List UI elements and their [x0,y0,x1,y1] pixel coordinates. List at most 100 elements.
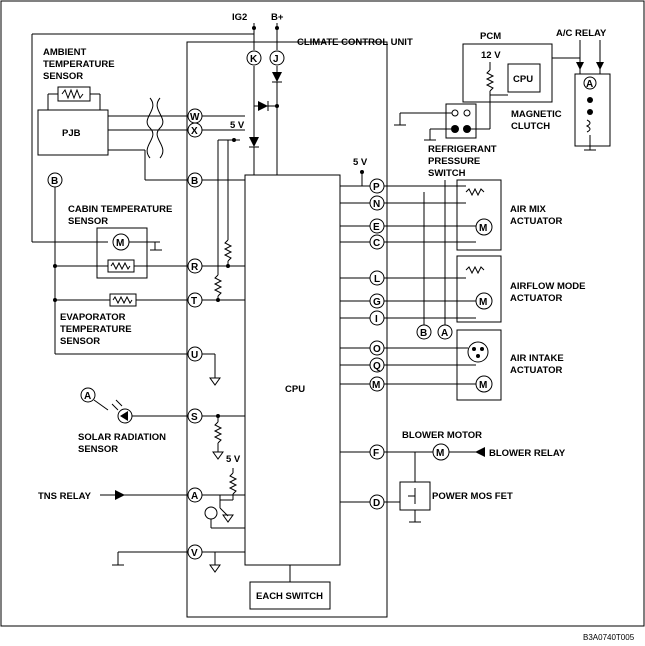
potentiometer-icon [465,187,485,197]
pin-D: D [373,498,380,509]
resistor-icon [213,421,223,444]
connector-A-right: A [441,328,448,339]
v5-label: 5 V [230,120,245,131]
evap-label-3: SENSOR [60,336,100,347]
pin-L: L [374,274,380,285]
airflow-motor-label: M [479,297,487,308]
each-switch-box [249,581,331,610]
ground-icon [209,564,221,573]
pin-F: F [373,448,379,459]
pin-S: S [191,412,198,423]
refrig-label-3: SWITCH [428,168,466,179]
solar-label-1: SOLAR RADIATION [78,432,166,443]
mosfet-label: POWER MOS FET [432,491,513,502]
intake-motor-label: M [479,380,487,391]
resistor-icon [223,239,233,262]
fan-motor-label: M [116,238,124,249]
connector-A-relay: A [586,79,593,90]
diode-icon [258,101,268,111]
climate-control-unit-box [186,41,388,618]
ground-icon [222,514,234,523]
cabin-label-1: CABIN TEMPERATURE [68,204,172,215]
ac-relay-label: A/C RELAY [556,28,607,39]
figure-code: B3A0740T005 [583,633,635,642]
air-mix-label-1: AIR MIX [510,204,547,215]
pjb-box [37,109,109,156]
cpu-box [244,174,341,566]
connector-B-right: B [420,328,427,339]
intake-label-2: ACTUATOR [510,365,563,376]
potentiometer-icon [465,265,485,275]
ambient-label-3: SENSOR [43,71,83,82]
pin-Q: Q [373,361,381,372]
blower-relay-label: BLOWER RELAY [489,448,566,459]
pcm-cpu-box [507,63,541,93]
ground-icon [212,451,224,460]
pin-V: V [191,548,198,559]
magnetic-label-2: CLUTCH [511,121,550,132]
airflow-actuator-box [456,255,502,323]
magnetic-clutch-box [574,73,611,147]
arrow-right-icon [115,490,125,500]
pin-O: O [373,344,381,355]
pin-E: E [373,222,380,233]
pin-K: K [250,54,258,65]
connector-A-solar: A [84,391,91,402]
v5-label-tns: 5 V [226,454,241,465]
pin-G: G [373,297,381,308]
ambient-label-1: AMBIENT [43,47,86,58]
pin-P: P [373,182,380,193]
airflow-label-2: ACTUATOR [510,293,563,304]
diode-icon [272,72,282,82]
intake-label-1: AIR INTAKE [510,353,564,364]
pin-R: R [191,262,199,273]
resistor-icon [213,274,223,297]
v5-label-right: 5 V [353,157,368,168]
cabin-sensor-box [96,227,148,279]
pin-N: N [373,199,380,210]
twisted-pair-icon [146,97,154,159]
cabin-label-2: SENSOR [68,216,108,227]
refrigerant-switch-box [445,103,477,139]
blower-motor-label: BLOWER MOTOR [402,430,482,441]
pin-T: T [191,296,197,307]
magnetic-label-1: MAGNETIC [511,109,562,120]
pin-M: M [372,380,380,391]
diagram-frame [0,0,645,627]
coil-icon [585,119,591,133]
position-switch-icon [467,341,489,363]
transistor-icon [204,506,218,520]
evap-label-1: EVAPORATOR [60,312,126,323]
pin-A: A [191,491,198,502]
airflow-label-1: AIRFLOW MODE [510,281,585,292]
pcm-label: PCM [480,31,501,42]
motor-icon [475,218,493,236]
right-pins: P N E C L G I O Q M F D [369,178,385,510]
arrow-down-icon [576,62,584,70]
pin-I: I [375,314,378,325]
resistor-icon [485,69,495,92]
connector-B-left: B [51,176,58,187]
pin-B: B [191,176,198,187]
air-mix-motor-label: M [479,223,487,234]
ig2-label: IG2 [232,12,247,23]
cpu-label: CPU [285,384,305,395]
pcm-box [462,43,553,103]
ccu-title: CLIMATE CONTROL UNIT [297,37,413,48]
air-mix-label-2: ACTUATOR [510,216,563,227]
resistor-icon [228,472,238,495]
arrow-down-icon [596,62,604,70]
each-switch-label: EACH SWITCH [256,591,323,602]
ground-icon [209,377,221,386]
air-mix-actuator-box [456,179,502,251]
pin-J: J [273,54,279,65]
pin-W: W [190,112,200,123]
pjb-label: PJB [62,128,81,139]
v12-label: 12 V [481,50,501,61]
tns-label: TNS RELAY [38,491,92,502]
arrow-left-icon [475,447,485,457]
diode-icon [249,137,259,147]
pin-U: U [191,350,198,361]
pin-X: X [191,126,198,137]
